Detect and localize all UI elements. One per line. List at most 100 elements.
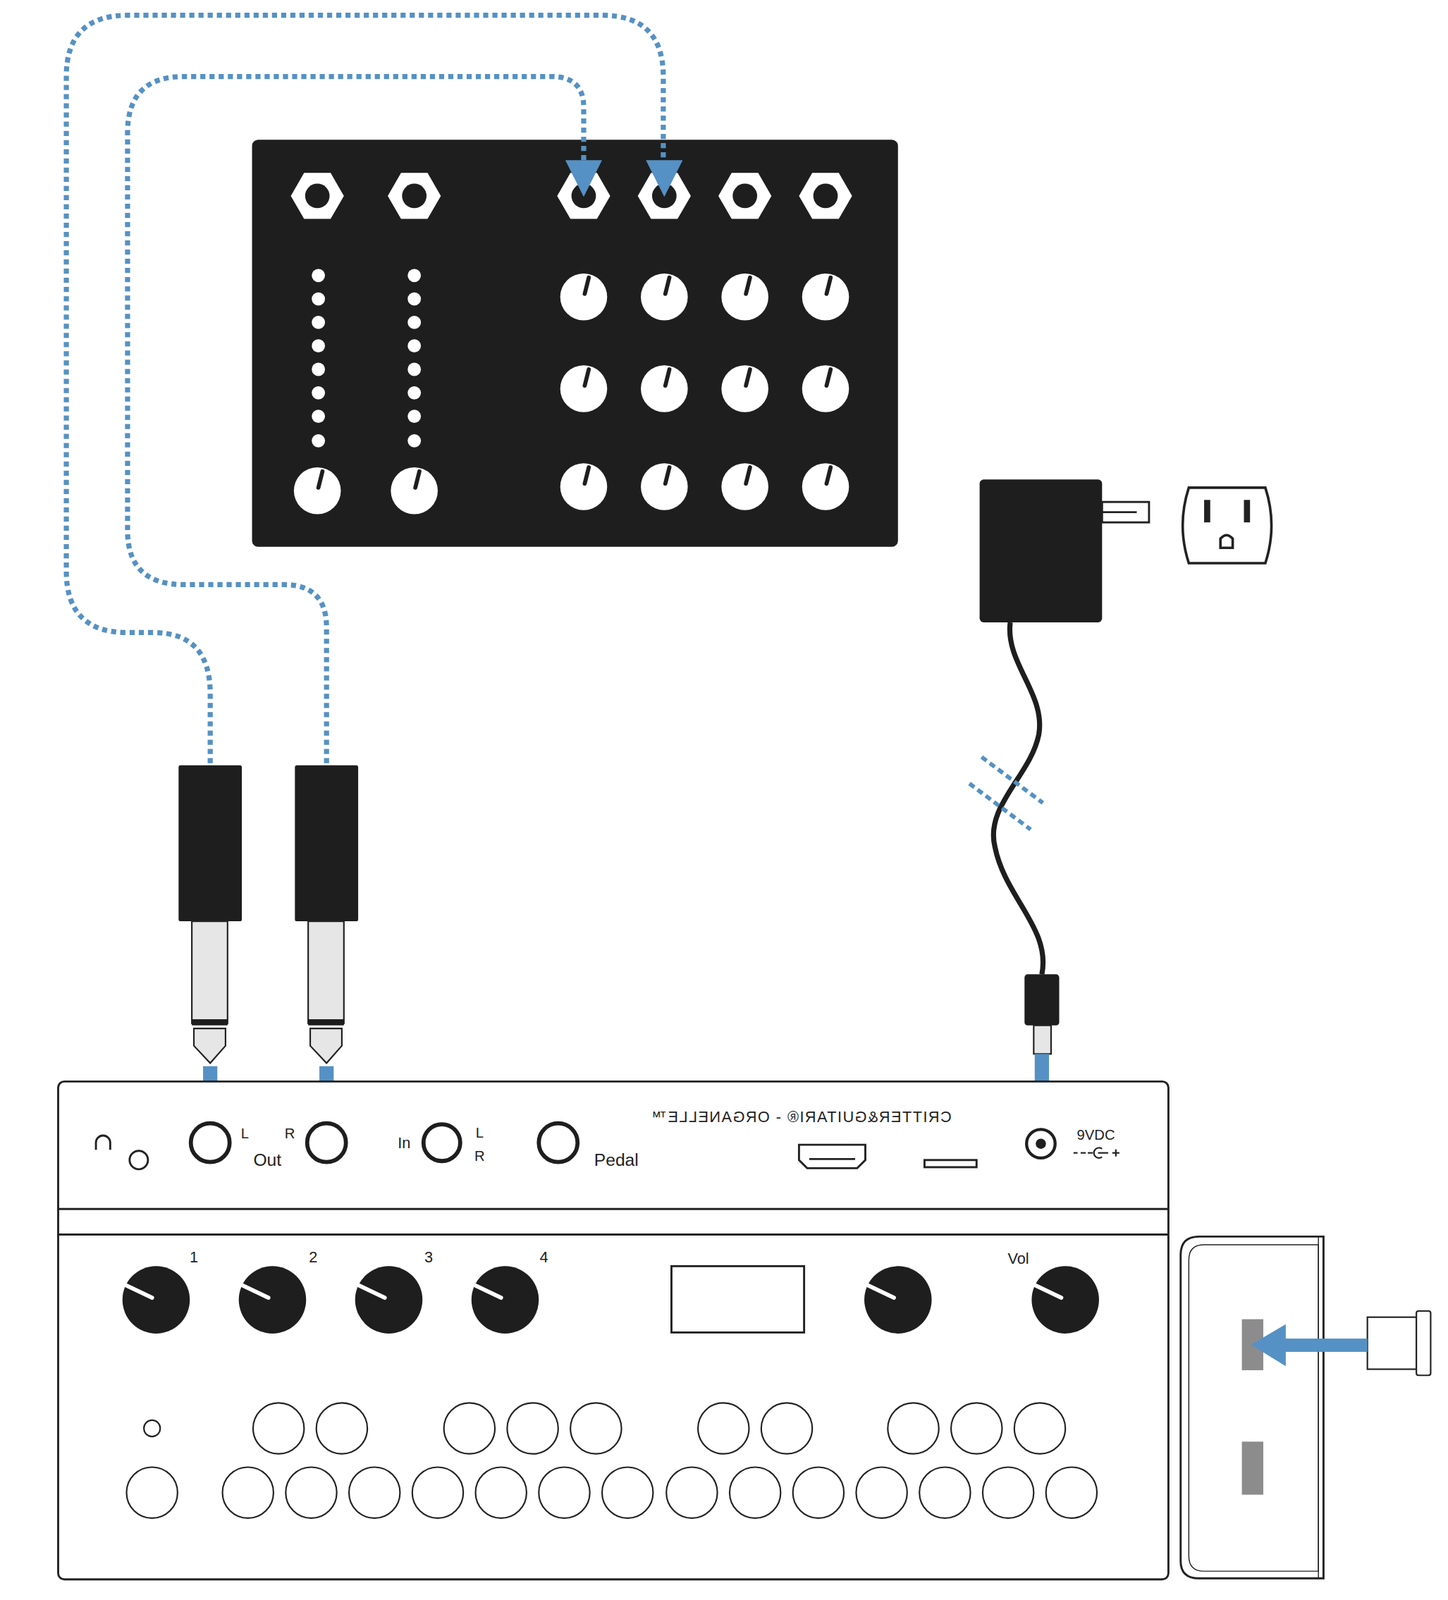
power-adapter [969,479,1150,1140]
led-dots [311,386,325,400]
module-jack [813,183,839,209]
organelle-knob [122,1266,191,1334]
wall-outlet [1244,499,1251,523]
module-jack [305,183,330,209]
wall-outlet [1204,499,1211,523]
organelle-knob [868,1285,894,1298]
usb-stick [1416,1311,1431,1376]
module-knob [745,467,751,484]
polarity-symbol [1080,1152,1086,1155]
brand-text: CRITTER&GUITARI® - ORGANELLE™ [650,1108,952,1125]
polarity-symbol [1073,1147,1120,1158]
power-adapter [1033,1025,1052,1055]
module-jack [401,183,427,209]
key-button [666,1467,717,1519]
module-knob [721,365,769,413]
organelle-knob [864,1266,932,1334]
channel-label: L [241,1126,249,1141]
module-jack [291,172,853,219]
module-knob [745,277,751,294]
patch-cable [66,15,664,764]
organelle-knob [126,1285,152,1298]
key-button [126,1467,177,1519]
cord-break-mark [981,757,1043,803]
port-label: Pedal [594,1151,639,1170]
power-adapter [993,622,1043,975]
eurorack-module [252,139,899,548]
cord-break-mark [969,783,1031,830]
module-knob [721,463,769,511]
usb-stick [1283,1338,1368,1353]
patch-cable [127,76,584,764]
channel-label: L [475,1125,484,1140]
module-knob [721,463,769,511]
organelle-body [58,1233,1169,1236]
polarity-symbol [1087,1152,1093,1155]
key-button [919,1467,971,1519]
module-jack [798,172,852,219]
power-adapter [1024,974,1059,1026]
module-knob [293,467,342,515]
audio-plug [191,921,228,1024]
key-button [729,1467,781,1519]
led-dots [311,292,325,306]
channel-label: R [284,1126,296,1141]
module-knob [640,365,689,413]
module-knob [584,369,589,386]
knob-number: 3 [424,1249,433,1265]
polarity-symbol [1073,1152,1078,1155]
module-knob [721,365,769,413]
module-knob [826,467,831,484]
organelle-knob [355,1266,423,1334]
module-knob [560,273,608,321]
module-knob [293,273,849,515]
key-button [444,1402,495,1454]
power-adapter [1101,501,1150,523]
organelle-side-view [1188,1244,1319,1572]
wall-outlet [1220,535,1233,548]
organelle-side-view [1317,1236,1319,1579]
module-knob [745,369,751,386]
module-knob [802,273,850,321]
key-button [348,1467,400,1519]
key-button [143,1420,161,1437]
module-knob [640,273,689,321]
audio-plug [308,1019,345,1026]
module-knob [640,273,689,321]
power-jack [1035,1138,1046,1149]
key-button [887,1402,939,1454]
key-button [982,1467,1034,1519]
power-jack [1026,1129,1056,1159]
led-dots [407,339,421,353]
module-knob [721,273,769,321]
organelle-knob [122,1266,1100,1334]
led-dots [407,268,421,282]
usb-stick [1251,1324,1286,1367]
knob-label: Vol [1008,1250,1030,1267]
usb-stick [1367,1317,1417,1370]
audio-plug [191,1019,228,1026]
key-button [697,1402,749,1454]
module-knob [560,463,608,511]
audio-jack [191,1123,230,1163]
led-dots [311,339,325,353]
organelle-knob [1031,1266,1100,1334]
organelle-knob [1035,1285,1061,1298]
organelle-knob [355,1266,423,1334]
module-knob [665,369,670,386]
usb-port [924,1160,977,1168]
power-jack [1026,1129,1056,1159]
key-button [126,1402,1097,1519]
cable-arrowhead [565,160,683,197]
organelle-knob [238,1266,307,1334]
module-knob [560,273,608,321]
wall-outlet [1182,487,1272,564]
led-dots [311,363,325,377]
audio-plug [193,1028,226,1064]
knob-number: 1 [189,1249,199,1265]
port-label: Out [253,1151,282,1170]
organelle-side-view [1242,1441,1264,1495]
key-button [1046,1467,1097,1519]
organelle-knob [471,1266,540,1334]
module-jack [291,172,345,219]
